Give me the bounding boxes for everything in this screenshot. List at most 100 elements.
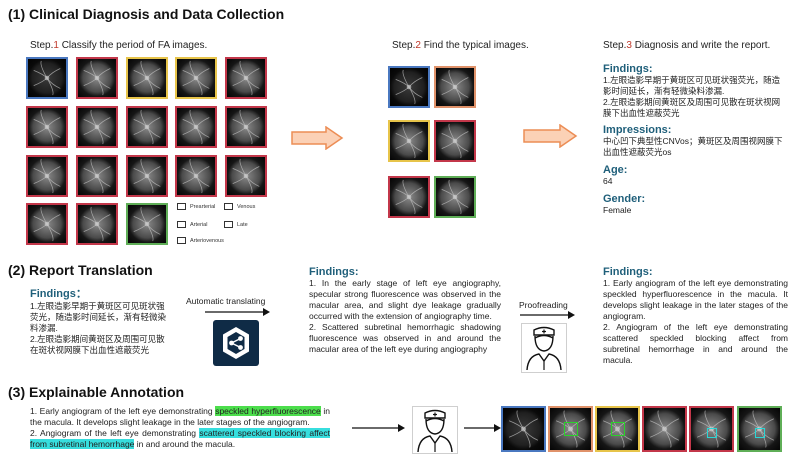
legend-swatch-prearterial: [177, 203, 186, 210]
fundus-image: [225, 57, 267, 99]
fundus-image: [501, 406, 546, 452]
proofread-findings-label: Findings:: [603, 266, 653, 278]
fundus-image: [76, 106, 118, 148]
report-impressions-label: Impressions:: [603, 124, 672, 136]
annotated-line-2-pre: 2. Angiogram of the left eye demonstrati…: [30, 428, 200, 438]
diagnosis-report: Findings: 1.左眼造影早期于黄斑区可见斑状强荧光，随造影时间延长，渐有…: [603, 63, 788, 216]
fundus-image: [548, 406, 593, 452]
fundus-image: [26, 57, 68, 99]
report-age: 64: [603, 176, 613, 186]
annotated-findings: 1. Early angiogram of the left eye demon…: [30, 406, 330, 450]
legend-label-venous: Venous: [237, 203, 256, 210]
step2-label: Step.2 Find the typical images.: [392, 40, 529, 51]
cn-findings-colon: ：: [75, 288, 87, 300]
step3-text: Diagnosis and write the report.: [631, 40, 771, 51]
fundus-image: [225, 155, 267, 197]
annotated-line-1: 1. Early angiogram of the left eye demon…: [30, 406, 330, 428]
report-findings-2: 2.左眼造影期间黄斑区及周围可见散在斑状视网膜下出血性遮蔽荧光: [603, 97, 781, 118]
translated-findings: Findings: 1. In the early stage of left …: [309, 266, 501, 355]
legend-swatch-arterial: [177, 221, 186, 228]
fundus-image: [388, 120, 430, 162]
legend-label-prearterial: Prearterial: [190, 203, 216, 210]
section3-title: (3) Explainable Annotation: [8, 384, 185, 400]
highlight-speckled-hyperfluorescence: speckled hyperfluorescence: [215, 406, 321, 416]
step2-text: Find the typical images.: [420, 40, 529, 51]
fundus-image: [434, 66, 476, 108]
right-arrow-icon: [352, 424, 405, 432]
fundus-image: [434, 120, 476, 162]
fundus-image: [642, 406, 687, 452]
step2-prefix: Step.: [392, 40, 416, 51]
fundus-image: [388, 66, 430, 108]
legend-swatch-venous: [224, 203, 233, 210]
proofread-findings-2: 2. Angiogram of the left eye demonstrati…: [603, 322, 788, 365]
annotated-line-2: 2. Angiogram of the left eye demonstrati…: [30, 428, 330, 450]
nurse-icon: [521, 323, 567, 373]
translated-findings-1: 1. In the early stage of left eye angiog…: [309, 278, 501, 321]
report-age-label: Age:: [603, 164, 628, 176]
right-arrow-icon: [523, 124, 578, 148]
fundus-image: [175, 155, 217, 197]
report-impressions: 中心凹下典型性CNVos；黄斑区及周围视网膜下出血性遮蔽荧光os: [603, 136, 783, 157]
cn-findings-2: 2.左眼造影期间黄斑区及周围可见散在斑状视网膜下出血性遮蔽荧光: [30, 334, 165, 355]
annotated-line-1-post: in the macula. It develops slight leakag…: [30, 406, 331, 427]
fundus-image: [26, 155, 68, 197]
annotated-line-1-pre: 1. Early angiogram of the left eye demon…: [30, 406, 216, 416]
proofread-findings-1: 1. Early angiogram of the left eye demon…: [603, 278, 788, 321]
step2-number: 2: [415, 40, 421, 51]
legend-label-arterial: Arterial: [190, 221, 208, 228]
cn-findings-label: Findings: [30, 288, 76, 300]
fundus-image: [689, 406, 734, 452]
fundus-image: [737, 406, 782, 452]
step1-number: 1: [53, 40, 59, 51]
right-arrow-icon: [520, 311, 575, 319]
fundus-image: [175, 57, 217, 99]
fundus-image: [126, 57, 168, 99]
fundus-image: [595, 406, 640, 452]
step1-prefix: Step.: [30, 40, 54, 51]
fundus-image: [225, 106, 267, 148]
fundus-image: [126, 155, 168, 197]
report-gender-label: Gender:: [603, 193, 646, 205]
legend-swatch-arteriovenous: [177, 237, 186, 244]
chinese-findings: Findings： 1.左眼造影早期于黄斑区可见斑状强荧光，随造影时间延长，渐有…: [30, 285, 172, 356]
report-findings-1: 1.左眼造影早期于黄斑区可见斑状强荧光，随造影时间延长，渐有轻微染料渗漏.: [603, 75, 781, 96]
section2-title: (2) Report Translation: [8, 262, 153, 278]
report-gender: Female: [603, 205, 632, 215]
legend-label-late: Late: [237, 221, 248, 228]
step3-prefix: Step.: [603, 40, 627, 51]
fundus-image: [26, 203, 68, 245]
legend-late: Late: [224, 221, 248, 228]
right-arrow-icon: [205, 308, 270, 316]
legend-arterial: Arterial: [177, 221, 207, 228]
fundus-image: [26, 106, 68, 148]
fundus-image: [126, 106, 168, 148]
step1-text: Classify the period of FA images.: [58, 40, 208, 51]
fundus-image: [76, 155, 118, 197]
cn-findings-1: 1.左眼造影早期于黄斑区可见斑状强荧光，随造影时间延长，渐有轻微染料渗漏.: [30, 301, 167, 333]
section1-title: (1) Clinical Diagnosis and Data Collecti…: [8, 6, 285, 22]
fundus-image: [388, 176, 430, 218]
legend-label-arteriovenous: Arteriovenous: [190, 237, 224, 244]
legend-arteriovenous: Arteriovenous: [177, 237, 224, 244]
nurse-icon: [412, 406, 458, 454]
translator-logo-icon: [213, 320, 259, 366]
proofreading-label: Proofreading: [519, 300, 568, 310]
legend-prearterial: Prearterial: [177, 203, 215, 210]
annotated-line-2-post: in and around the macula.: [134, 439, 236, 449]
step1-label: Step.1 Classify the period of FA images.: [30, 40, 207, 51]
proofread-findings: Findings: 1. Early angiogram of the left…: [603, 266, 788, 366]
step3-label: Step.3 Diagnosis and write the report.: [603, 40, 770, 51]
fundus-image: [76, 57, 118, 99]
legend-swatch-late: [224, 221, 233, 228]
right-arrow-icon: [464, 424, 501, 432]
translated-findings-label: Findings:: [309, 266, 359, 278]
right-arrow-icon: [291, 126, 344, 150]
step3-number: 3: [626, 40, 632, 51]
fundus-image: [76, 203, 118, 245]
fundus-image: [175, 106, 217, 148]
translated-findings-2: 2. Scattered subretinal hemorrhagic shad…: [309, 322, 501, 354]
legend-venous: Venous: [224, 203, 255, 210]
fundus-image: [434, 176, 476, 218]
fundus-image: [126, 203, 168, 245]
